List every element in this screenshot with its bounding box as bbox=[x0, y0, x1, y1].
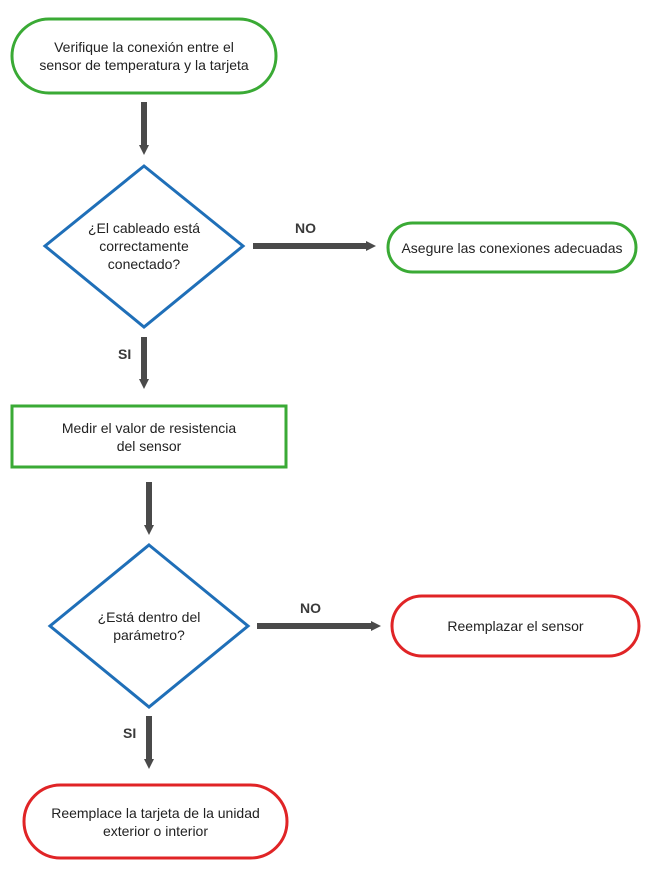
measure-text: Medir el valor de resistencia del sensor bbox=[61, 419, 237, 454]
edge-label-range-si: SI bbox=[123, 725, 137, 741]
start-node-text: Verifique la conexión entre el sensor de… bbox=[39, 39, 249, 73]
decision-wiring-text: ¿El cableado está correctamente conectad… bbox=[87, 220, 201, 272]
fix-connections-node-shape bbox=[386, 221, 638, 274]
start-node-shape bbox=[10, 17, 278, 95]
replace-board-text: Reemplace la tarjeta de la unidad exteri… bbox=[51, 804, 260, 839]
replace-board-node-shape bbox=[22, 783, 289, 860]
replace-sensor-text: Reemplazar el sensor bbox=[447, 618, 584, 634]
edge-label-wiring-si: SI bbox=[118, 346, 132, 362]
fix-connections-text: Asegure las conexiones adecuadas bbox=[401, 239, 623, 256]
replace-sensor-node-shape bbox=[390, 594, 641, 658]
decision-wiring-shape bbox=[42, 164, 246, 329]
measure-node-shape bbox=[10, 404, 288, 469]
edge-label-wiring-no: NO bbox=[295, 220, 316, 236]
decision-range-text: ¿Está dentro del parámetro? bbox=[97, 609, 201, 643]
edge-label-range-no: NO bbox=[300, 600, 321, 616]
decision-range-shape bbox=[47, 543, 251, 709]
